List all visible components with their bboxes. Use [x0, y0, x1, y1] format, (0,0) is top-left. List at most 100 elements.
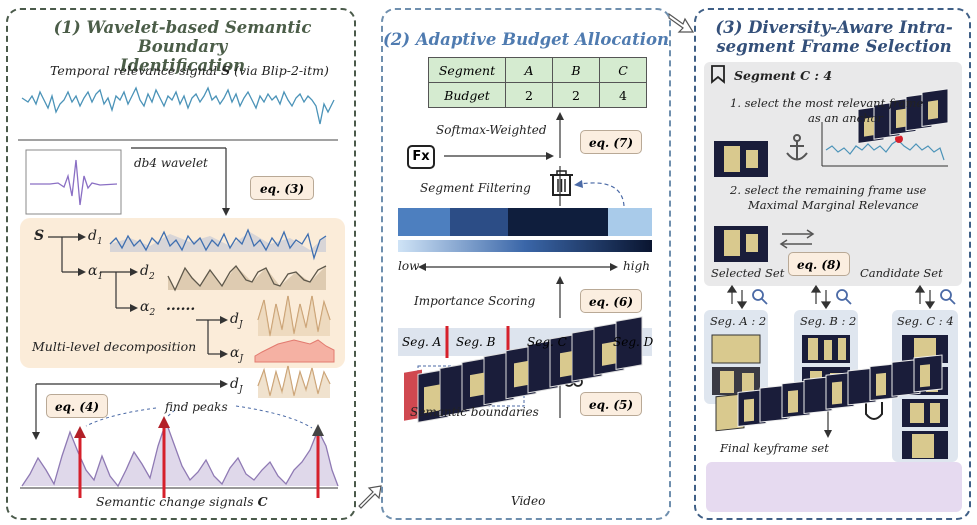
budget-panel: [381, 8, 671, 520]
importance-bar-seg-c: [508, 208, 608, 236]
low-label: low: [398, 259, 420, 273]
eq6-badge: eq. (6): [580, 289, 642, 313]
find-peaks-label: find peaks: [165, 400, 228, 414]
relevance-signal-text: Temporal relevance signal: [50, 63, 218, 78]
symbol-d2-main: d: [140, 263, 149, 279]
symbol-a1: α1: [88, 263, 103, 282]
relevance-signal-suffix: (via Blip-2-itm): [234, 63, 329, 78]
change-signal-line: [21, 420, 339, 488]
softmax-label: Softmax-Weighted: [436, 123, 547, 137]
high-label: high: [623, 259, 650, 273]
seg-b-label: Seg. B : 2: [800, 314, 857, 328]
symbol-d1: d1: [88, 228, 103, 247]
eq7-badge: eq. (7): [580, 130, 642, 154]
relevance-signal-symbol: S: [221, 63, 231, 78]
budget-table: Segment A B C Budget 2 2 4: [428, 57, 647, 108]
importance-bar-seg-b: [450, 208, 508, 236]
semantic-boundaries-label: Semantic boundaries: [410, 405, 539, 419]
anchor-frame-thumb: [714, 141, 768, 177]
table-cell-segment: Segment: [428, 57, 506, 83]
importance-bar-seg-a: [398, 208, 450, 236]
symbol-dj-lower-main: d: [230, 376, 239, 392]
selected-set-label: Selected Set: [711, 266, 785, 280]
db4-wavelet-curve: [30, 159, 118, 206]
segment-filtering-label: Segment Filtering: [420, 181, 531, 195]
table-cell-budget-a: 2: [505, 82, 553, 108]
symbol-a1-main: α: [88, 263, 98, 279]
symbol-dots: ......: [166, 298, 196, 314]
symbol-a2-sub: 2: [149, 307, 156, 318]
search-icon-a: [752, 289, 768, 305]
panel3-title-line2: segment Frame Selection: [716, 37, 952, 56]
d1-fill: [110, 232, 326, 252]
search-icon-b: [836, 289, 852, 305]
segment-label-a: Seg. A: [402, 335, 442, 349]
segment-label-b: Seg. B: [456, 335, 496, 349]
swap-icon: [779, 229, 815, 249]
symbol-dj: dJ: [230, 311, 243, 330]
decomposition-label: Multi-level decomposition: [32, 339, 197, 354]
change-signals-label: Semantic change signals C: [96, 494, 268, 509]
fx-icon: Fx: [407, 145, 435, 169]
frame-selection-panel: [694, 8, 971, 520]
seg-c-label: Seg. C : 4: [897, 314, 954, 328]
eq3-badge: eq. (3): [250, 176, 314, 200]
panel1-title-line1: (1) Wavelet-based Semantic Boundary: [53, 18, 312, 56]
d1-signal: [109, 228, 327, 261]
panel3-title: (3) Diversity-Aware Intra- segment Frame…: [700, 18, 968, 56]
symbol-a2: α2: [140, 299, 155, 318]
symbol-aj: αJ: [230, 345, 243, 364]
segment-label-d: Seg. D: [613, 335, 654, 349]
anchor-icon: [786, 134, 808, 161]
search-icon-c: [940, 289, 956, 305]
final-keyframe-frames: [715, 354, 943, 432]
panel2-to-panel3-arrow: [668, 12, 695, 33]
budget-table-header-row: Segment A B C: [428, 57, 647, 83]
d2-signal: [167, 264, 327, 292]
segment-c-label: Segment C : 4: [734, 68, 833, 83]
symbol-aj-main: α: [230, 345, 240, 361]
symbol-a1-sub: 1: [97, 271, 104, 282]
change-signal-fill: [22, 422, 338, 486]
symbol-dj-lower-sub: J: [238, 384, 243, 395]
segment-label-c: Seg. C: [527, 335, 567, 349]
budget-table-budget-row: Budget 2 2 4: [428, 82, 647, 108]
aj-signal: [254, 339, 335, 363]
table-cell-budget-c: 4: [599, 82, 647, 108]
symbol-d1-sub: 1: [96, 236, 103, 247]
d2-fill: [168, 266, 326, 290]
importance-gradient-legend: [398, 240, 652, 252]
video-frames-stack: [404, 316, 643, 423]
step2-line1: 2. select the remaining frame use: [730, 183, 927, 197]
panel2-title: (2) Adaptive Budget Allocation: [383, 30, 669, 49]
table-cell-budget: Budget: [428, 82, 506, 108]
panel1-to-panel2-arrow: [358, 485, 382, 509]
seg-c-frame-3: [902, 399, 948, 427]
symbol-d2-sub: 2: [148, 271, 155, 282]
change-signals-symbol: C: [257, 494, 268, 509]
candidate-set-label: Candidate Set: [860, 266, 943, 280]
relevance-signal-line: [21, 86, 335, 125]
symbol-dj-main: d: [230, 311, 239, 327]
bookmark-icon: [711, 65, 725, 84]
symbol-dj-lower: dJ: [230, 376, 243, 395]
seg-a-frame-1: [711, 334, 761, 364]
step2-line2: Maximal Marginal Relevance: [748, 198, 919, 212]
seg-a-label: Seg. A : 2: [710, 314, 767, 328]
eq4-badge: eq. (4): [46, 394, 108, 418]
candidate-frames-stack: [857, 88, 949, 144]
table-cell-c: C: [599, 57, 647, 83]
symbol-d2: d2: [140, 263, 155, 282]
symbol-dj-sub: J: [238, 319, 243, 330]
symbol-aj-sub: J: [239, 353, 244, 364]
db4-wavelet-label: db4 wavelet: [134, 156, 208, 170]
symbol-a2-main: α: [140, 299, 150, 315]
panel1-title: (1) Wavelet-based Semantic Boundary Iden…: [10, 18, 355, 75]
selected-frame-thumb: [714, 226, 768, 262]
anchor-point: [895, 135, 903, 143]
step1-line1: 1. select the most relevant frame: [730, 96, 924, 110]
eq8-badge: eq. (8): [788, 252, 850, 276]
